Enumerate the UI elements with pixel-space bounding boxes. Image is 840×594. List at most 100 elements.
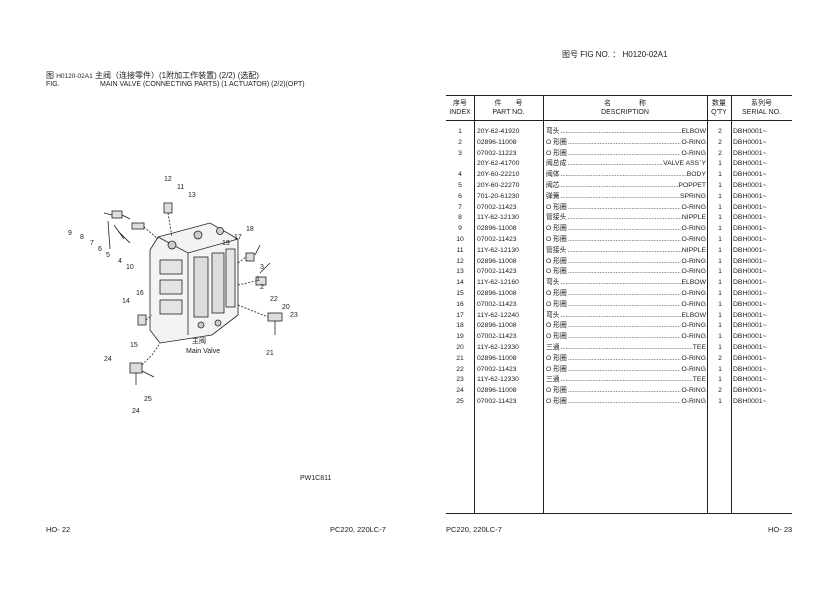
header-part-no: 件 号 PART NO.	[492, 100, 525, 116]
callout-1: 1	[256, 276, 260, 283]
callout-6: 6	[98, 246, 102, 253]
row-leader-dots: ........................................…	[567, 354, 682, 362]
row-qty: 1	[718, 203, 722, 211]
callout-10: 10	[126, 264, 134, 271]
row-description-en: TEE	[692, 376, 706, 384]
row-serial-no: DBH0001~	[733, 398, 767, 405]
row-qty: 1	[718, 333, 722, 341]
row-leader-dots: ........................................…	[567, 214, 682, 222]
row-leader-dots: ........................................…	[567, 203, 682, 211]
header-serial-no: 系列号 SERIAL NO.	[741, 100, 782, 116]
row-description-en: O-RING	[681, 149, 706, 157]
row-leader-dots: ........................................…	[567, 398, 682, 405]
row-description-en: O-RING	[681, 354, 706, 362]
main-valve-exploded-diagram: 主阀 Main Valve 12 11 13 9 8 7 6 5 4 10 18…	[68, 176, 298, 415]
row-description-cn: O 形圈	[546, 149, 567, 157]
callout-22: 22	[270, 296, 278, 303]
row-description-en: ELBOW	[681, 128, 706, 135]
row-description-cn: O 形圈	[546, 257, 567, 265]
row-serial-no: DBH0001~	[733, 225, 767, 233]
row-description-en: ELBOW	[681, 311, 706, 319]
row-serial-no: DBH0001~	[733, 214, 767, 222]
row-description-cn: 阀体	[546, 171, 560, 179]
row-description-en: O-RING	[681, 300, 706, 308]
row-description-cn: O 形圈	[546, 365, 567, 373]
row-description: 弯头......................................…	[546, 126, 706, 137]
row-description: 三通......................................…	[546, 342, 706, 353]
row-leader-dots: ........................................…	[567, 149, 682, 157]
row-description-en: ELBOW	[681, 279, 706, 287]
row-serial-no: DBH0001~	[733, 236, 767, 243]
row-qty: 1	[718, 171, 722, 179]
header-qty: 数量 Q'TY	[711, 100, 727, 116]
row-leader-dots: ........................................…	[560, 279, 682, 287]
row-qty: 1	[718, 279, 722, 287]
row-part-no: 07002-11423	[477, 203, 517, 211]
callout-3: 3	[260, 264, 264, 271]
row-description-cn: O 形圈	[546, 333, 567, 341]
row-serial-no: DBH0001~	[733, 171, 767, 179]
figure-title-en: FIG. H0120-02A1 MAIN VALVE (CONNECTING P…	[46, 81, 305, 88]
row-leader-dots: ........................................…	[567, 246, 682, 254]
row-leader-dots: ........................................…	[560, 171, 687, 179]
row-index: 23	[456, 376, 464, 384]
row-leader-dots: ........................................…	[560, 182, 679, 189]
row-leader-dots: ........................................…	[567, 333, 682, 341]
row-index: 12	[456, 257, 464, 265]
row-description: 弯头......................................…	[546, 310, 706, 321]
row-part-no: 07002-11423	[477, 398, 517, 405]
row-qty: 1	[718, 160, 722, 168]
row-description-cn: O 形圈	[546, 300, 567, 308]
row-index: 18	[456, 322, 464, 330]
row-serial-no: DBH0001~	[733, 203, 767, 211]
table-row: 7 07002-11423 O 形圈.......................…	[446, 202, 792, 213]
row-index: 3	[458, 149, 462, 157]
row-description-cn: 弹簧	[546, 192, 560, 200]
row-part-no: 02896-11008	[477, 387, 517, 395]
row-index: 15	[456, 290, 464, 297]
row-qty: 1	[718, 192, 722, 200]
figure-title-cn: 图 H0120-02A1 主阀（连接零件）(1附加工作装置) (2/2) (选配…	[46, 70, 259, 81]
row-part-no: 11Y-62-12330	[477, 376, 519, 384]
row-description-cn: O 形圈	[546, 236, 567, 243]
row-description: 三通......................................…	[546, 374, 706, 385]
row-description: O 形圈....................................…	[546, 288, 706, 299]
callout-9: 9	[68, 230, 72, 237]
footer-right-model: PC220, 220LC-7	[446, 525, 502, 534]
row-description-cn: O 形圈	[546, 225, 567, 233]
row-serial-no: DBH0001~	[733, 128, 767, 135]
callout-20: 20	[282, 304, 290, 311]
row-description-cn: O 形圈	[546, 387, 567, 395]
row-leader-dots: ........................................…	[567, 387, 682, 395]
header-index: 序号 INDEX	[449, 100, 471, 116]
row-qty: 1	[718, 236, 722, 243]
row-index: 7	[458, 203, 462, 211]
row-index: 9	[458, 225, 462, 233]
col-divider-index	[474, 96, 475, 513]
row-index: 13	[456, 268, 464, 276]
row-description: O 形圈....................................…	[546, 202, 706, 213]
callout-16: 16	[136, 290, 144, 297]
row-serial-no: DBH0001~	[733, 279, 767, 287]
row-part-no: 02896-11008	[477, 257, 517, 265]
row-index: 16	[456, 300, 464, 308]
row-qty: 1	[718, 344, 722, 351]
row-description: O 形圈....................................…	[546, 385, 706, 396]
callout-13: 13	[188, 192, 196, 199]
row-description-en: O-RING	[681, 203, 706, 211]
row-part-no: 02896-11008	[477, 354, 517, 362]
row-index: 22	[456, 365, 464, 373]
row-description-en: O-RING	[681, 138, 706, 146]
drawing-code: PW1C811	[300, 475, 332, 482]
row-qty: 1	[718, 225, 722, 233]
row-qty: 1	[718, 398, 722, 405]
row-description-en: O-RING	[681, 387, 706, 395]
row-description-cn: 阀芯	[546, 182, 560, 189]
